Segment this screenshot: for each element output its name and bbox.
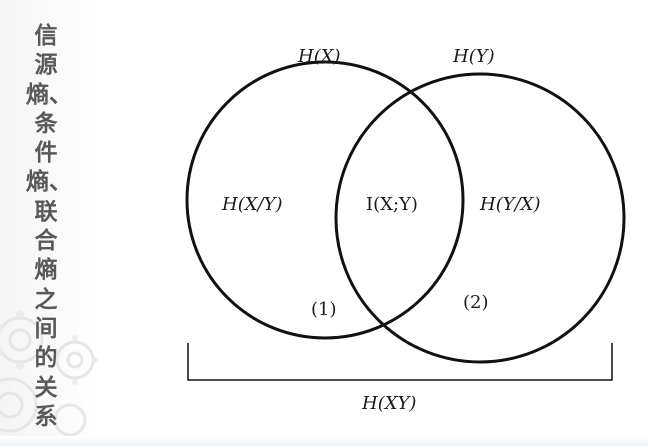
marker-one: (1) [311,299,337,320]
circle-hx [185,60,465,340]
circle-hy [334,72,626,364]
left-decorative-panel: 信源熵、条件熵、联合熵之间的关系 [0,0,98,446]
bottom-strip [0,436,648,446]
label-h-y-given-x: H(Y/X) [479,194,541,215]
label-h-x-given-y: H(X/Y) [221,194,283,215]
joint-bracket [187,343,613,381]
gear-decoration-icon [0,310,98,437]
slide-title: 信源熵、条件熵、联合熵之间的关系 [26,23,72,430]
label-mutual-information: I(X;Y) [366,194,418,215]
label-hy: H(Y) [452,46,495,67]
label-joint-hxy: H(XY) [361,393,416,414]
label-hx: H(X) [297,46,341,67]
marker-two: (2) [463,292,489,313]
